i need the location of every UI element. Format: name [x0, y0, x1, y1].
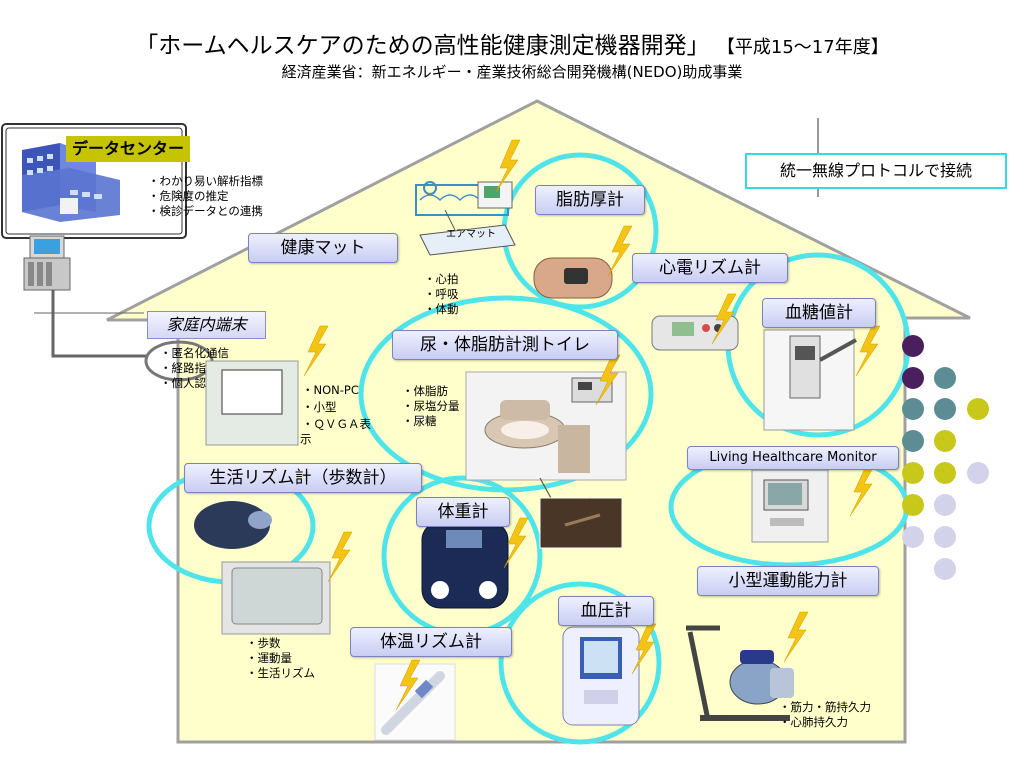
toilet-notes: ・体脂肪 ・尿塩分量 ・尿糖 — [402, 384, 460, 429]
page-subtitle: 経済産業省：新エネルギー・産業技術総合開発機構(NEDO)助成事業 — [281, 63, 743, 81]
mat-note: ・心拍 — [424, 272, 459, 286]
home-terminal-note: ・経路指 — [160, 361, 206, 375]
mat-note: ・体動 — [424, 302, 459, 316]
ring-blood-pressure — [498, 581, 662, 745]
mat-note: ・呼吸 — [424, 287, 459, 301]
blood-pressure-image — [562, 626, 640, 726]
computer-server-icon — [23, 235, 71, 291]
title-main: 「ホームヘルスケアのための高性能健康測定機器開発」 — [135, 33, 710, 59]
weight-label: 体重計 — [416, 497, 510, 527]
exercise-bike-image — [686, 625, 794, 721]
datacenter-note: ・危険度の推定 — [148, 189, 229, 203]
health-mat-label: 健康マット — [248, 233, 398, 263]
toilet-note: ・体脂肪 — [402, 384, 448, 398]
activity-note: ・歩数 — [246, 636, 281, 650]
toilet-image — [465, 371, 627, 481]
health-mat-image — [415, 181, 516, 256]
ecg-label: 心電リズム計 — [632, 253, 788, 283]
title-period: 【平成15～17年度】 — [716, 37, 889, 58]
blood-sugar-device-image — [763, 329, 857, 431]
terminal-spec: ・NON-PC — [302, 383, 359, 397]
exercise-note: ・筋力・筋持久力 — [779, 700, 871, 714]
terminal-spec: ・小型 — [302, 400, 337, 414]
mat-notes: ・心拍 ・呼吸 ・体動 — [424, 272, 459, 317]
pedometer-image — [194, 501, 331, 635]
blood-pressure-label: 血圧計 — [558, 596, 654, 626]
home-terminal-specs: ・NON-PC ・小型 ・ＱＶＧＡ表 — [302, 382, 371, 433]
lhm-device-image — [751, 469, 829, 543]
protocol-box: 統一無線プロトコルで接続 — [745, 153, 1007, 189]
decorative-dots — [902, 335, 989, 580]
activity-note: ・運動量 — [246, 651, 292, 665]
home-terminal-note: ・個人認 — [160, 376, 206, 390]
exercise-note: ・心肺持久力 — [779, 715, 848, 729]
datacenter-note: ・検診データとの連携 — [148, 204, 263, 218]
weight-scale-image — [421, 521, 509, 609]
toilet-label: 尿・体脂肪計測トイレ — [392, 330, 618, 360]
page-title: 「ホームヘルスケアのための高性能健康測定機器開発」 【平成15～17年度】 — [0, 26, 1024, 60]
lhm-label: Living Healthcare Monitor — [687, 446, 899, 470]
activity-note: ・生活リズム — [246, 666, 315, 680]
datacenter-label: データセンター — [66, 136, 191, 162]
home-terminal-note: ・匿名化通信 — [160, 346, 229, 360]
body-fat-label: 脂肪厚計 — [535, 185, 645, 215]
datacenter-notes: ・わかり易い解析指標 ・危険度の推定 ・検診データとの連携 — [148, 174, 263, 219]
ecg-device-image — [651, 315, 739, 351]
exercise-notes: ・筋力・筋持久力 ・心肺持久力 — [779, 700, 871, 730]
exercise-label: 小型運動能力計 — [697, 566, 879, 596]
toilet-note: ・尿塩分量 — [402, 399, 460, 413]
air-mat-label: エアマット — [446, 229, 496, 240]
terminal-spec: 示 — [300, 432, 312, 446]
body-fat-device-image — [533, 257, 613, 299]
blood-sugar-label: 血糖値計 — [762, 298, 876, 328]
home-terminal-notes: ・匿名化通信 ・経路指 ・個人認 — [160, 346, 229, 391]
activity-label: 生活リズム計（歩数計） — [184, 463, 422, 493]
home-terminal-label: 家庭内端末 — [147, 311, 266, 339]
toilet-note: ・尿糖 — [402, 414, 437, 428]
activity-notes: ・歩数 ・運動量 ・生活リズム — [246, 636, 315, 681]
home-terminal-image — [205, 360, 299, 446]
datacenter-note: ・わかり易い解析指標 — [148, 174, 263, 188]
thermometer-image — [374, 663, 456, 741]
temperature-label: 体温リズム計 — [350, 627, 512, 657]
terminal-spec: ・ＱＶＧＡ表 — [302, 417, 371, 431]
